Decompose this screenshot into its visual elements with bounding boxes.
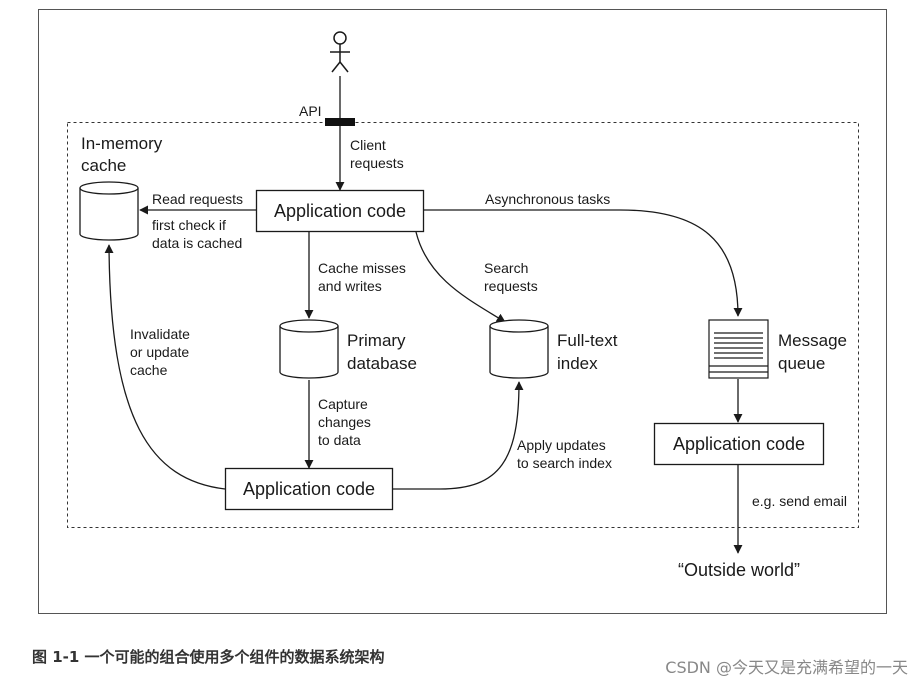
svg-text:to data: to data <box>318 432 361 448</box>
api-bar <box>325 118 355 126</box>
invalidate-cache-arrow <box>104 244 226 490</box>
figure-frame <box>38 9 887 614</box>
svg-text:index: index <box>557 354 598 373</box>
svg-text:queue: queue <box>778 354 825 373</box>
api-label: API <box>299 103 322 119</box>
client-requests-label: Client <box>350 137 386 153</box>
svg-text:data is cached: data is cached <box>152 235 242 251</box>
watermark: CSDN @今天又是充满希望的一天 <box>665 658 908 677</box>
app-code-bottom-box <box>224 467 394 511</box>
svg-text:cache: cache <box>81 156 126 175</box>
read-requests-label: Read requests <box>152 191 243 207</box>
svg-text:requests: requests <box>484 278 538 294</box>
svg-text:cache: cache <box>130 362 168 378</box>
search-requests-label: Search <box>484 260 528 276</box>
primary-database-cylinder <box>279 319 339 379</box>
app-code-bottom-label: Application code <box>243 479 375 499</box>
primary-database-label: Primary <box>347 331 406 350</box>
message-queue-icon <box>708 319 769 379</box>
fulltext-index-cylinder <box>489 319 549 379</box>
search-requests-arrow <box>415 231 506 323</box>
capture-changes-label: Capture <box>318 396 368 412</box>
svg-text:first check if: first check if <box>152 217 226 233</box>
async-tasks-arrow <box>424 209 743 317</box>
fulltext-index-label: Full-text <box>557 331 618 350</box>
message-queue-label: Message <box>778 331 847 350</box>
svg-text:to search index: to search index <box>517 455 612 471</box>
async-tasks-label: Asynchronous tasks <box>485 191 610 207</box>
apply-updates-label: Apply updates <box>517 437 606 453</box>
app-code-right-box <box>653 422 825 466</box>
apply-updates-arrow <box>393 381 524 490</box>
user-icon <box>330 31 350 73</box>
outside-world-label: “Outside world” <box>678 560 800 580</box>
svg-text:database: database <box>347 354 417 373</box>
app-code-top-label: Application code <box>274 201 406 221</box>
invalidate-cache-label: Invalidate <box>130 326 190 342</box>
cache-title: In-memory <box>81 134 163 153</box>
svg-text:requests: requests <box>350 155 404 171</box>
cache-cylinder <box>79 181 139 241</box>
cache-misses-label: Cache misses <box>318 260 406 276</box>
app-code-right-label: Application code <box>673 434 805 454</box>
svg-text:changes: changes <box>318 414 371 430</box>
send-email-label: e.g. send email <box>752 493 847 509</box>
svg-text:and writes: and writes <box>318 278 382 294</box>
svg-text:or update: or update <box>130 344 189 360</box>
system-boundary <box>67 122 859 528</box>
figure-caption: 图 1-1 一个可能的组合使用多个组件的数据系统架构 <box>32 648 385 666</box>
app-code-top-box <box>255 189 425 233</box>
